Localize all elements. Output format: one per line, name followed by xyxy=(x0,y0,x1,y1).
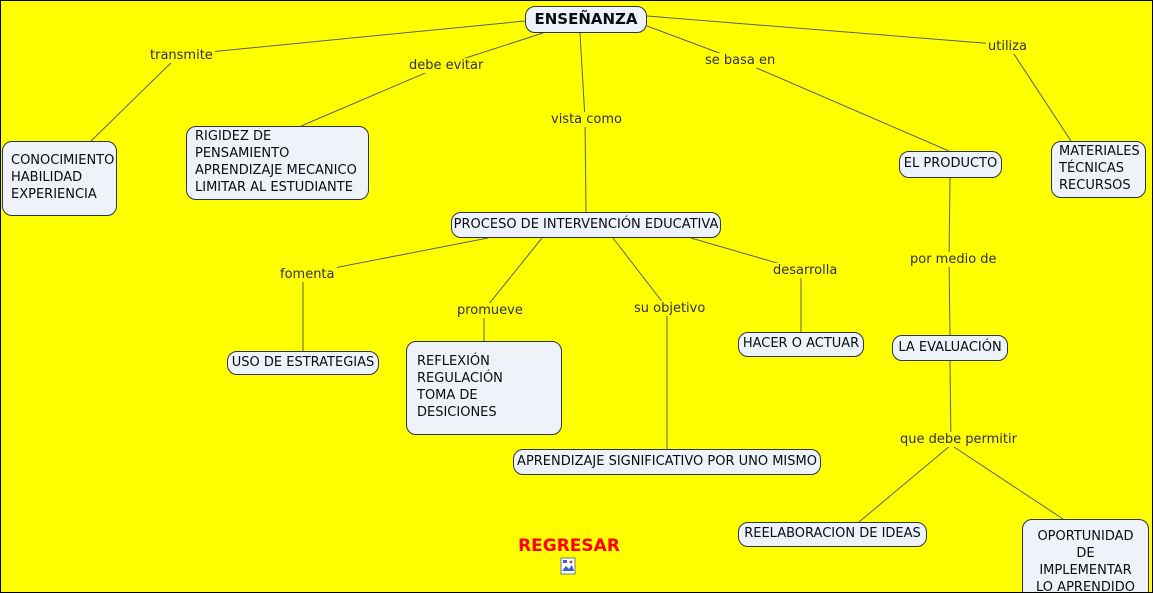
edge-label-se-basa-en: se basa en xyxy=(703,53,778,68)
node-aprendizaje-significativo[interactable]: APRENDIZAJE SIGNIFICATIVO POR UNO MISMO xyxy=(513,449,821,475)
node-materiales-tecnicas-recursos[interactable]: MATERIALES TÉCNICAS RECURSOS xyxy=(1051,141,1146,198)
edge-label-su-objetivo: su objetivo xyxy=(632,301,708,316)
edge-label-que-debe-permitir: que debe permitir xyxy=(898,432,1019,447)
edge-line-branch-oportunidad xyxy=(950,444,1064,520)
node-reflexion-regulacion[interactable]: REFLEXIÓN REGULACIÓN TOMA DE DESICIONES xyxy=(406,341,562,435)
node-ensenanza[interactable]: ENSEÑANZA xyxy=(525,6,647,33)
regresar-link[interactable]: REGRESAR xyxy=(518,536,620,556)
edge-label-vista-como: vista como xyxy=(549,112,624,127)
edge-label-fomenta: fomenta xyxy=(278,267,337,282)
edge-label-por-medio-de: por medio de xyxy=(908,252,999,267)
edge-label-desarrolla: desarrolla xyxy=(771,263,840,278)
node-hacer-o-actuar[interactable]: HACER O ACTUAR xyxy=(738,332,864,357)
node-la-evaluacion[interactable]: LA EVALUACIÓN xyxy=(892,335,1008,361)
node-uso-de-estrategias[interactable]: USO DE ESTRATEGIAS xyxy=(227,351,379,375)
edge-line-debe-evitar xyxy=(300,32,544,127)
edge-label-transmite: transmite xyxy=(148,48,215,63)
node-el-producto[interactable]: EL PRODUCTO xyxy=(899,151,1002,178)
edge-line-se-basa-en xyxy=(646,25,950,152)
edge-line-fomenta xyxy=(302,237,489,351)
edge-line-promueve xyxy=(483,237,543,341)
edge-line-desarrolla xyxy=(690,237,802,332)
node-oportunidad-de-implementar[interactable]: OPORTUNIDAD DE IMPLEMENTAR LO APRENDIDO xyxy=(1022,519,1149,592)
edge-label-debe-evitar: debe evitar xyxy=(407,58,486,73)
edge-line-su-objetivo xyxy=(612,237,668,449)
node-reelaboracion-de-ideas[interactable]: REELABORACION DE IDEAS xyxy=(738,522,927,547)
node-conocimiento-habilidad-experiencia[interactable]: CONOCIMIENTO HABILIDAD EXPERIENCIA xyxy=(2,141,117,216)
edge-line-branch-reelaboracion xyxy=(858,444,952,523)
edge-label-promueve: promueve xyxy=(455,303,525,318)
node-proceso-de-intervencion-educativa[interactable]: PROCESO DE INTERVENCIÓN EDUCATIVA xyxy=(451,212,721,238)
edge-line-utiliza xyxy=(646,15,1072,142)
node-rigidez-de-pensamiento[interactable]: RIGIDEZ DE PENSAMIENTO APRENDIZAJE MECAN… xyxy=(186,126,369,200)
edge-label-utiliza: utiliza xyxy=(986,39,1029,54)
regresar-icon[interactable] xyxy=(560,557,576,575)
edge-line-transmite xyxy=(90,20,526,142)
